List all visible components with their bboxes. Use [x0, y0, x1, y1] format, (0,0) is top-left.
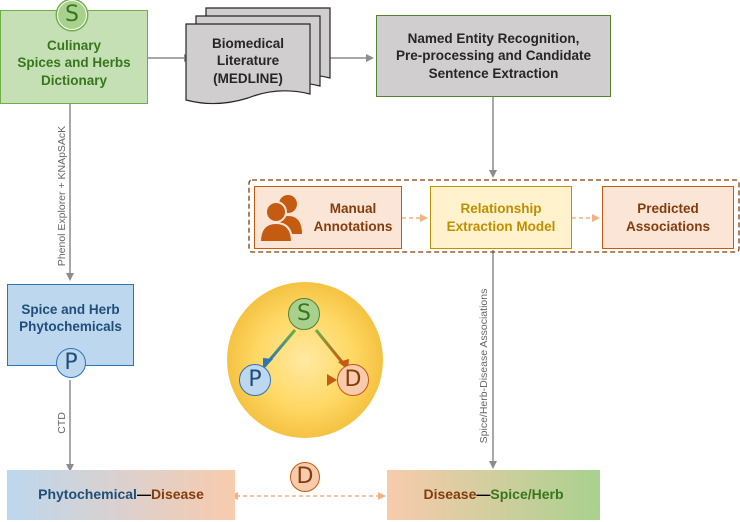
pd-left: Phytochemical	[38, 486, 137, 503]
dictionary-badge-s: S	[57, 0, 87, 30]
edge-center-sp	[266, 329, 297, 363]
edge-label-phenol: Phenol Explorer + KNApSAcK	[56, 125, 68, 267]
ner-line1: Named Entity Recognition,	[407, 31, 580, 47]
model-line2: Extraction Model	[446, 218, 556, 234]
center-node-s: S	[288, 298, 320, 330]
predicted-line1: Predicted	[637, 201, 699, 217]
dictionary-line2: Spices and Herbs	[17, 55, 131, 71]
predicted-associations-box: Predicted Associations	[602, 186, 734, 249]
relationship-model-box: Relationship Extraction Model	[430, 186, 572, 249]
disease-spice-bg	[387, 470, 600, 520]
ner-line2: Pre-processing and Candidate	[395, 48, 592, 64]
center-sun	[227, 282, 383, 438]
phyto-disease-bg	[7, 470, 235, 520]
people-icon	[258, 195, 302, 243]
ds-right: Spice/Herb	[490, 486, 564, 503]
model-group-border	[248, 179, 740, 253]
manual-line2: Annotations	[313, 218, 393, 234]
center-d-letter: D	[344, 367, 362, 392]
pd-dash: —	[136, 486, 151, 503]
phyto-line2: Phytochemicals	[19, 319, 122, 334]
model-line1: Relationship	[460, 201, 542, 217]
literature-line2: Literature	[216, 53, 280, 69]
edge-label-ctd: CTD	[56, 412, 68, 434]
phyto-badge-p: P	[56, 348, 86, 378]
phyto-badge-letter: P	[64, 350, 78, 375]
dictionary-line3: Dictionary	[40, 72, 108, 88]
literature-text: Biomedical Literature (MEDLINE)	[188, 28, 308, 94]
dictionary-badge-letter: S	[65, 2, 79, 27]
center-node-d: D	[337, 364, 369, 396]
bottom-badge-d: D	[290, 462, 320, 492]
ds-dash: —	[476, 486, 491, 503]
center-p-letter: P	[248, 367, 262, 392]
pd-right: Disease	[150, 486, 204, 503]
phyto-line1: Spice and Herb	[21, 301, 120, 317]
ds-left: Disease	[423, 486, 477, 503]
manual-line1: Manual	[329, 201, 377, 217]
predicted-line2: Associations	[625, 218, 711, 234]
phyto-disease-box: Phytochemical — Disease	[7, 470, 235, 520]
disease-spice-box: Disease — Spice/Herb	[387, 470, 600, 520]
ner-box: Named Entity Recognition, Pre-processing…	[376, 15, 611, 97]
literature-line1: Biomedical	[211, 36, 285, 52]
dictionary-line1: Culinary	[46, 38, 101, 54]
bottom-d-letter: D	[296, 464, 314, 489]
edge-center-sd	[314, 329, 344, 363]
center-s-letter: S	[297, 301, 311, 326]
ner-line3: Sentence Extraction	[428, 65, 559, 81]
center-node-p: P	[239, 364, 271, 396]
literature-line3: (MEDLINE)	[213, 70, 283, 86]
edge-label-spice-disease: Spice/Herb-Disease Associations	[478, 288, 490, 444]
